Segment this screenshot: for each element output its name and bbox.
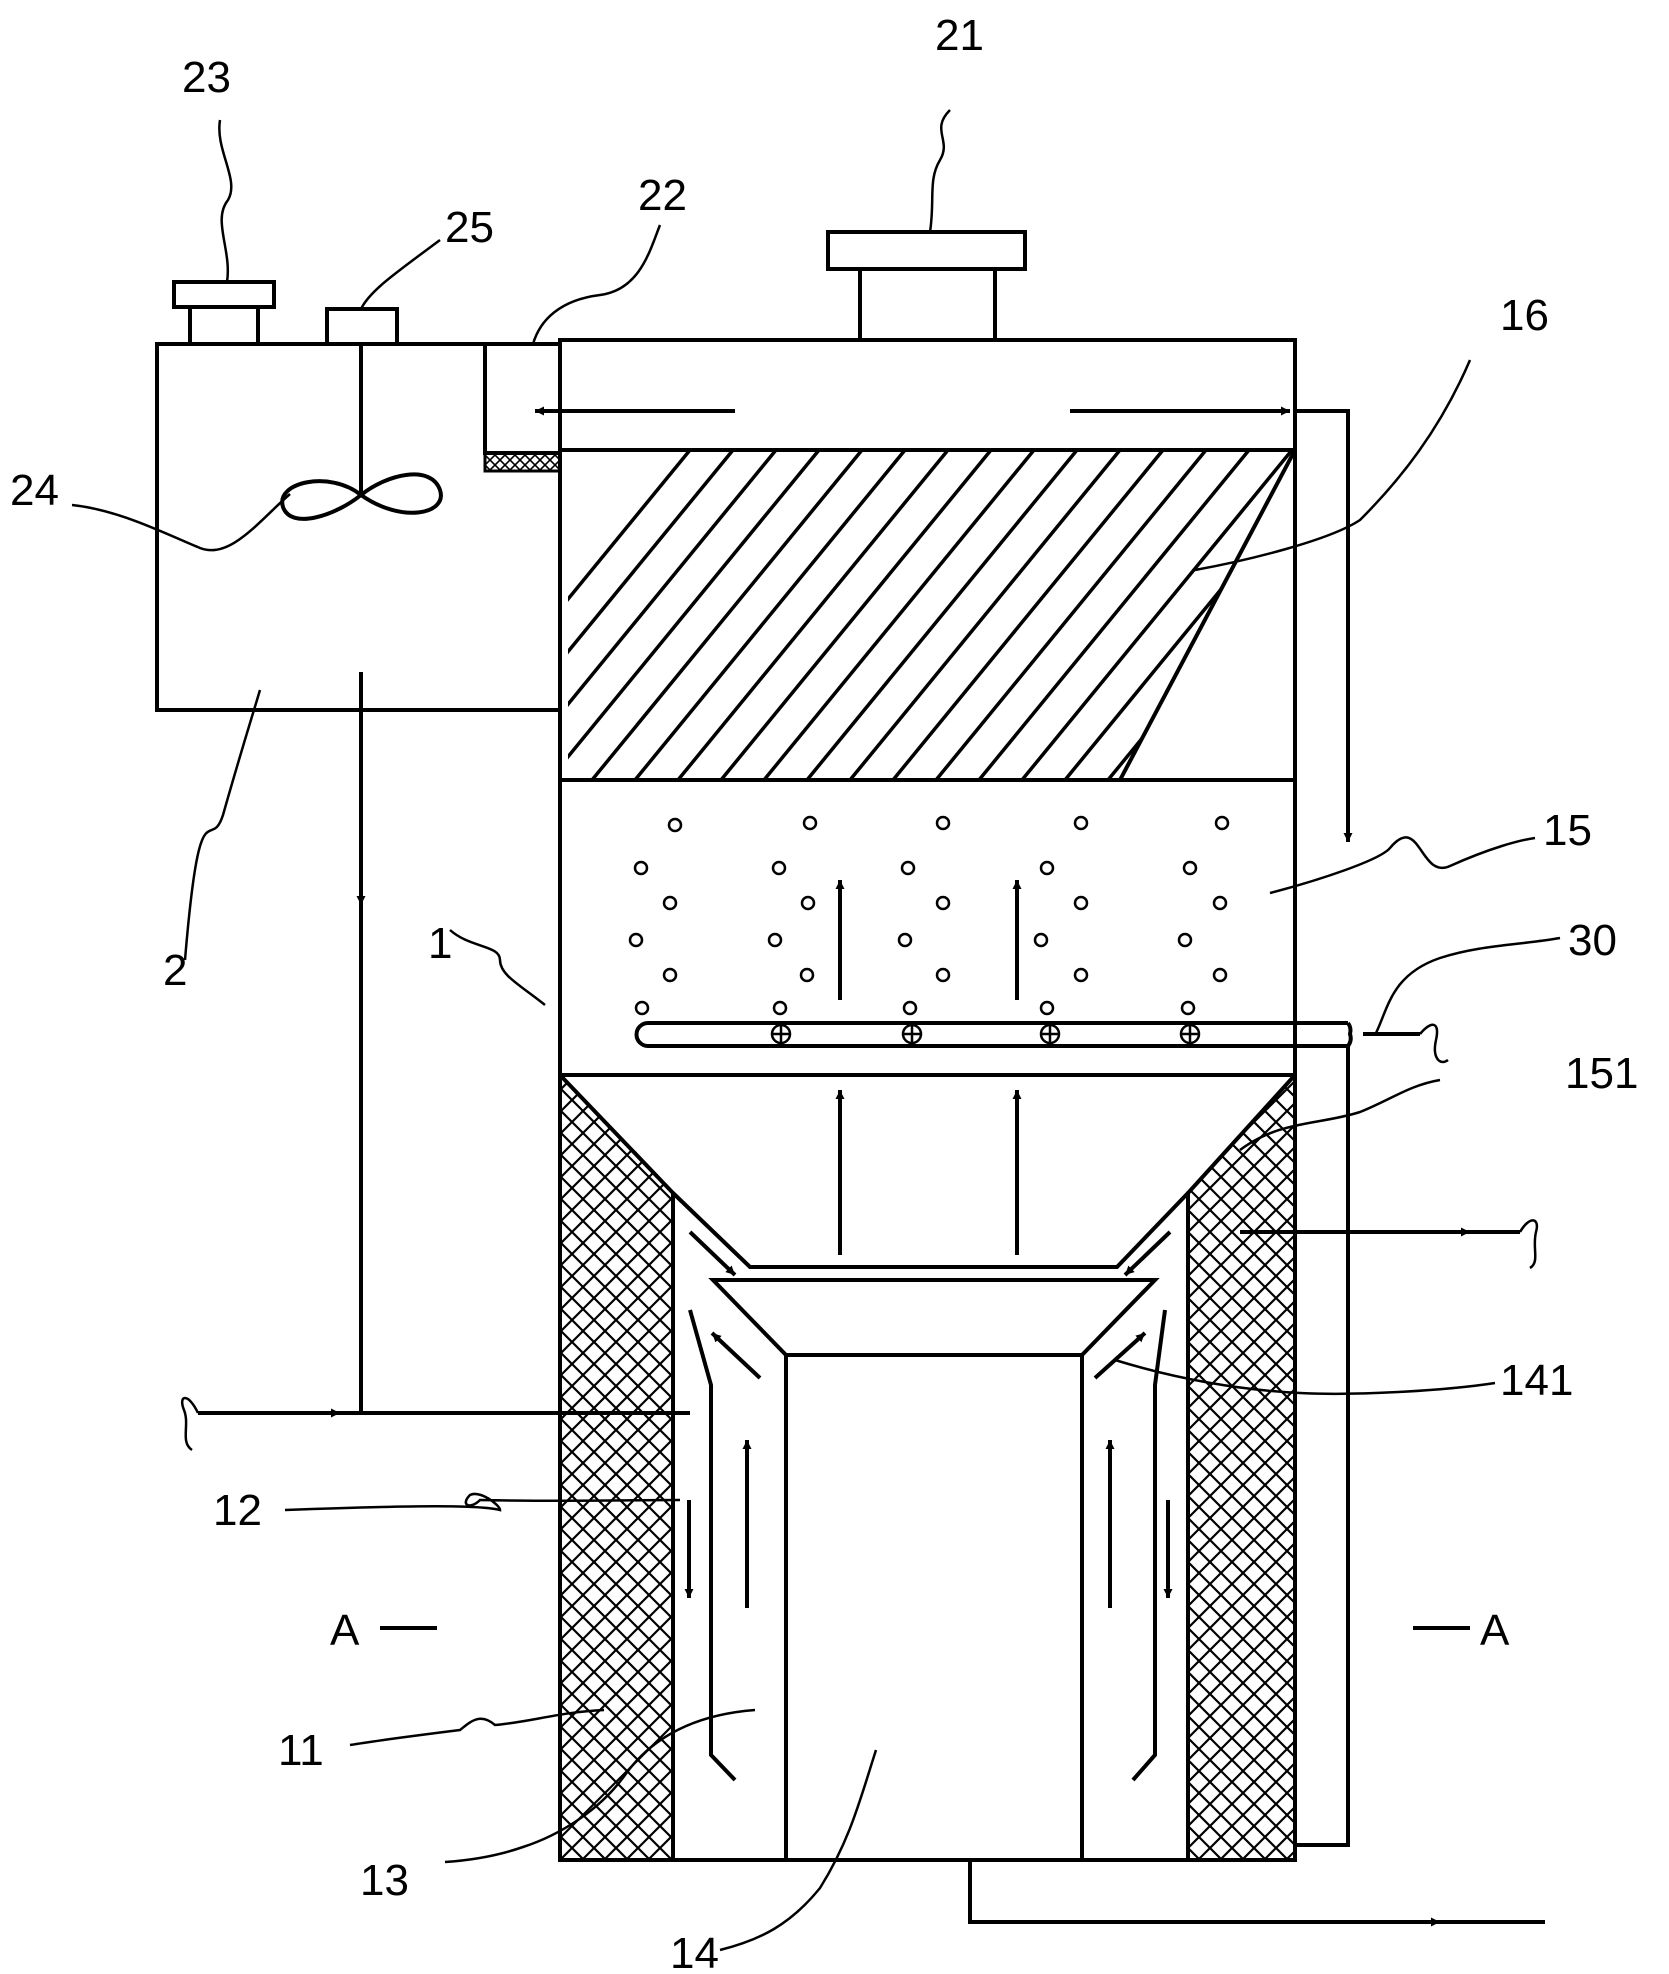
label-151: 151	[1565, 1049, 1638, 1098]
leader-lines	[71, 109, 1561, 1952]
label-12: 12	[213, 1486, 262, 1535]
internal-flow-arrows	[684, 880, 1173, 1608]
label-25: 25	[445, 203, 494, 252]
label-22: 22	[638, 171, 687, 220]
flow-lines	[181, 406, 1545, 1927]
settling-tank-2	[155, 280, 562, 712]
inclined-plate-separator-16	[568, 450, 1295, 780]
bubbles	[628, 815, 1230, 1016]
label-14: 14	[670, 1929, 719, 1974]
packing-layer-11	[558, 1069, 1297, 1862]
gas-outlet-21	[826, 230, 1027, 340]
label-23: 23	[182, 53, 231, 102]
aeration-pipe-30	[634, 1021, 1449, 1064]
baffle-13	[688, 1309, 1167, 1782]
label-24: 24	[10, 466, 59, 515]
label-30: 30	[1568, 916, 1617, 965]
label-2: 2	[163, 946, 187, 995]
labels: 23 21 22 25 16 24 15 2 1 30 151 141 12 A…	[10, 11, 1638, 1974]
label-16: 16	[1500, 291, 1549, 340]
label-1: 1	[428, 919, 452, 968]
label-13: 13	[360, 1856, 409, 1905]
cone-141	[708, 1278, 1160, 1357]
label-141: 141	[1500, 1356, 1573, 1405]
section-label-right: A	[1480, 1606, 1510, 1655]
section-label-left: A	[330, 1606, 360, 1655]
label-11: 11	[278, 1726, 324, 1775]
overflow-weir-22	[483, 344, 562, 473]
center-tube-14	[784, 1355, 1084, 1860]
funnel-151	[671, 1191, 1190, 1269]
label-21: 21	[935, 11, 984, 60]
label-15: 15	[1543, 806, 1592, 855]
